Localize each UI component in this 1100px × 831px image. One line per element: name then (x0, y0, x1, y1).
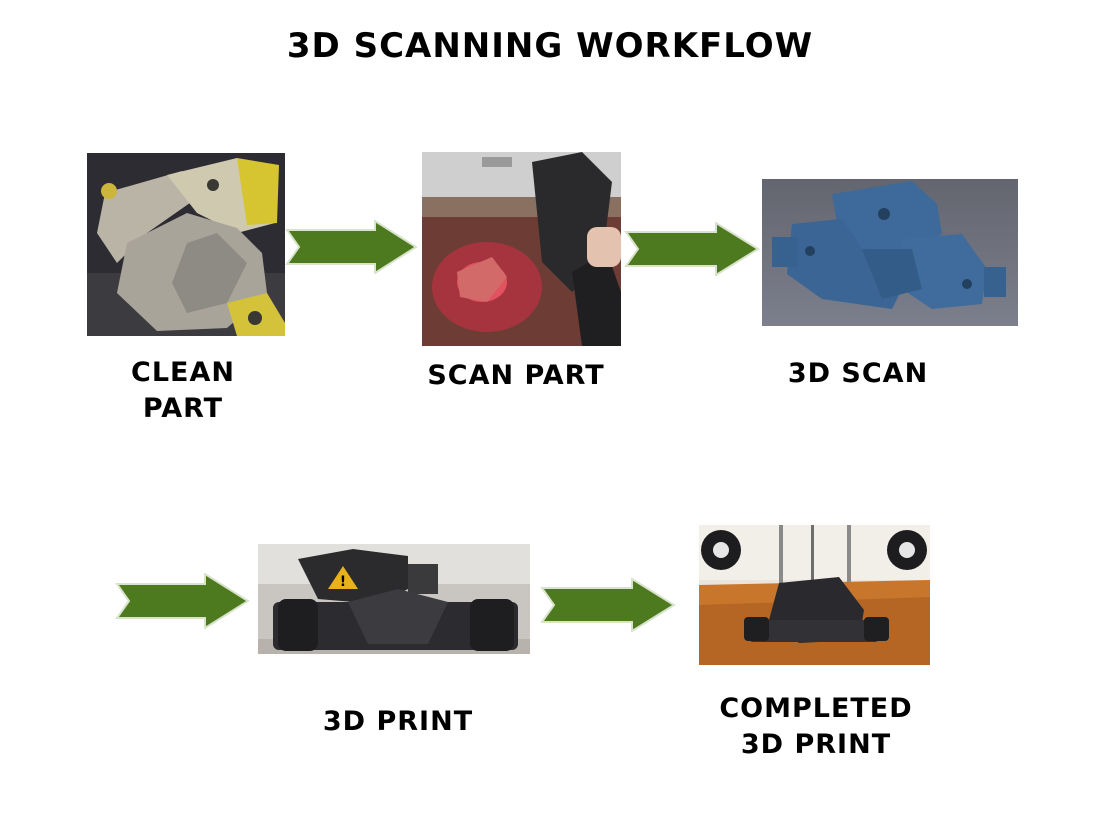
flow-arrow-4 (540, 578, 676, 632)
flow-arrow-1 (285, 220, 418, 274)
flow-arrow-3 (115, 573, 250, 629)
step-label-line: 3D PRINT (740, 729, 892, 760)
completed-print-image (699, 525, 930, 665)
3d-print-image: ! (258, 544, 530, 654)
svg-text:!: ! (340, 574, 346, 590)
step-label-line: 3D SCAN (787, 358, 929, 389)
step-label-scan-part: SCAN PART (396, 358, 636, 394)
flow-arrow-2 (624, 222, 760, 276)
3d-scan-image (762, 179, 1018, 326)
step-label-completed-print: COMPLETED 3D PRINT (696, 691, 936, 763)
clean-part-image (87, 153, 285, 336)
scan-part-image (422, 152, 621, 346)
step-label-line: PART (142, 393, 224, 424)
step-label-clean-part: CLEAN PART (83, 355, 283, 427)
step-label-line: CLEAN (131, 357, 235, 388)
step-label-3d-print: 3D PRINT (298, 704, 498, 740)
step-label-line: 3D PRINT (322, 706, 474, 737)
step-label-line: COMPLETED (719, 693, 913, 724)
diagram-title: 3D SCANNING WORKFLOW (286, 26, 814, 66)
step-label-3d-scan: 3D SCAN (758, 356, 958, 392)
step-label-line: SCAN PART (427, 360, 605, 391)
